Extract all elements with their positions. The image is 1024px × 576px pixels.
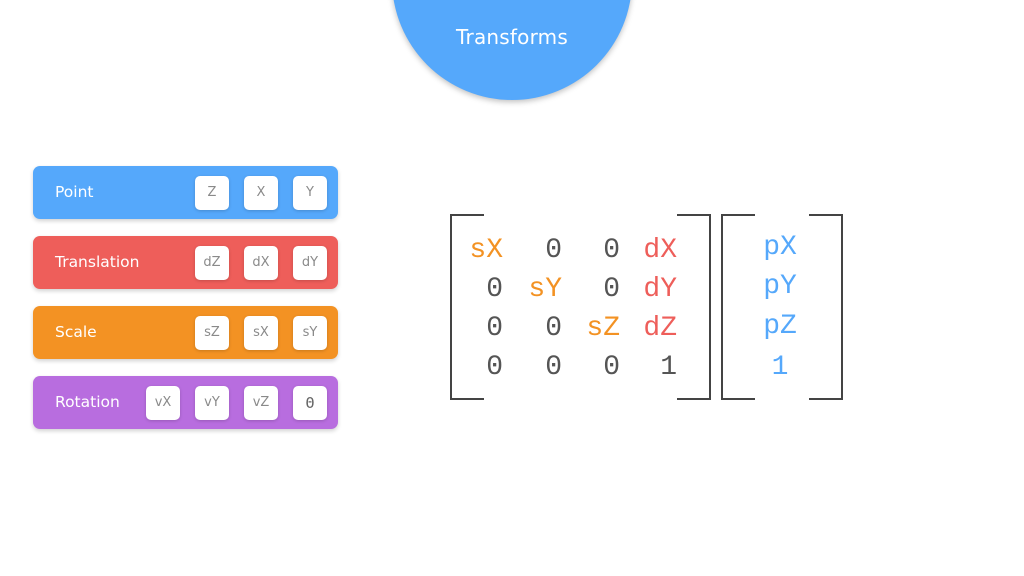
chip-x: X	[244, 176, 278, 210]
chip-sz: sZ	[195, 316, 229, 350]
chip-dx: dX	[244, 246, 278, 280]
page-title: Transforms	[456, 25, 568, 49]
matrix-cell-r1c2: 0	[603, 274, 620, 305]
matrix-left-bracket	[450, 214, 484, 400]
chip-vx: vX	[146, 386, 180, 420]
title-circle: Transforms	[392, 0, 632, 100]
matrix-cell-r2c2: sZ	[586, 313, 620, 344]
chip-dz: dZ	[195, 246, 229, 280]
matrix-cell-r2c0: 0	[486, 313, 503, 344]
bar-label: Rotation	[55, 393, 120, 411]
chip-vy: vY	[195, 386, 229, 420]
chip-dy: dY	[293, 246, 327, 280]
matrix-cell-r1c0: 0	[486, 274, 503, 305]
matrix-cell-r1c1: sY	[528, 274, 562, 305]
bar-label: Point	[55, 183, 94, 201]
matrix-cell-r0c2: 0	[603, 235, 620, 266]
matrix-right-bracket	[677, 214, 711, 400]
matrix-cell-r3c0: 0	[486, 352, 503, 383]
matrix-cell-r3c3: 1	[660, 352, 677, 383]
bar-label: Scale	[55, 323, 97, 341]
matrix-cell-r0c3: dX	[643, 235, 677, 266]
chip-z: Z	[195, 176, 229, 210]
chip-sy: sY	[293, 316, 327, 350]
bar-label: Translation	[55, 253, 140, 271]
bar-translation: Translation dZ dX dY	[33, 236, 338, 289]
bar-scale: Scale sZ sX sY	[33, 306, 338, 359]
chip-y: Y	[293, 176, 327, 210]
vector-left-bracket	[721, 214, 755, 400]
matrix-cell-r0c1: 0	[545, 235, 562, 266]
bar-rotation: Rotation vX vY vZ Θ	[33, 376, 338, 429]
chip-vz: vZ	[244, 386, 278, 420]
matrix-cell-r1c3: dY	[643, 274, 677, 305]
vector-cell-0: pX	[763, 232, 797, 263]
matrix-cell-r0c0: sX	[469, 235, 503, 266]
matrix-cell-r2c1: 0	[545, 313, 562, 344]
vector-cell-2: pZ	[763, 311, 797, 342]
matrix-cell-r3c2: 0	[603, 352, 620, 383]
matrix-cell-r3c1: 0	[545, 352, 562, 383]
vector-cell-1: pY	[763, 271, 797, 302]
vector-right-bracket	[809, 214, 843, 400]
chip-sx: sX	[244, 316, 278, 350]
vector-cell-3: 1	[771, 352, 789, 383]
matrix-cell-r2c3: dZ	[643, 313, 677, 344]
chip-theta: Θ	[293, 386, 327, 420]
